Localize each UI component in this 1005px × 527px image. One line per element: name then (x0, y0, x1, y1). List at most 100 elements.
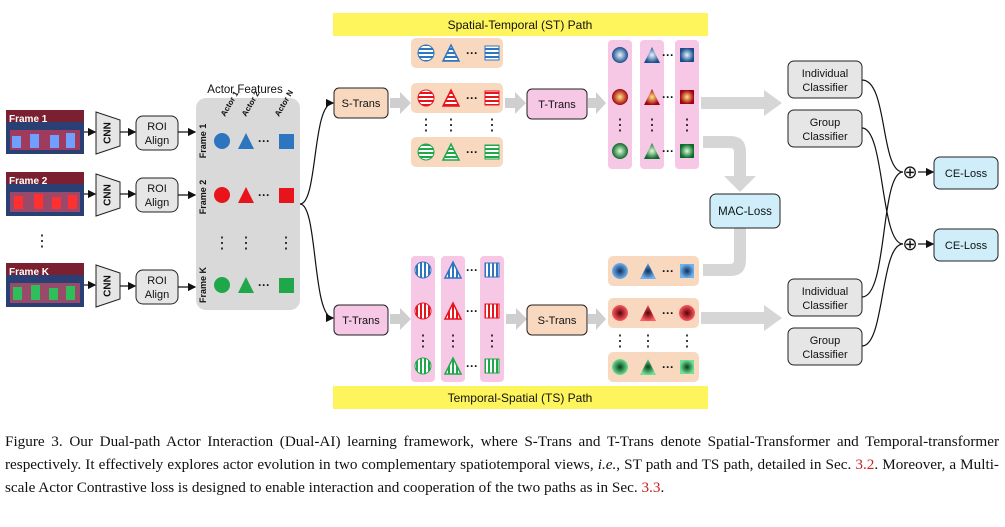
section-ref-3-3[interactable]: 3.3 (641, 479, 661, 496)
s-trans-label: S-Trans (538, 315, 577, 327)
vdots: ⋮ (418, 117, 434, 134)
actor-features-vdots: ⋮ ⋮ ⋮ (214, 235, 294, 252)
ellipsis: ··· (662, 360, 674, 374)
ellipsis: ··· (662, 144, 674, 158)
roi-label: ROI (147, 183, 167, 195)
ts-gray-arrow-3 (588, 308, 606, 330)
sum-node-group: ⊕ (902, 234, 917, 254)
ellipsis: ··· (466, 91, 478, 105)
ts-group-classifier: Group Classifier (787, 327, 863, 366)
st-t-trans-box: T-Trans (526, 88, 588, 120)
st-spatial-vdots: ⋮ ⋮ ⋮ (418, 117, 500, 134)
ts-t-trans-box: T-Trans (333, 304, 389, 336)
roi-align-k: ROI Align (135, 269, 179, 305)
frame-label: Frame K (9, 267, 50, 278)
ellipsis: ··· (466, 145, 478, 159)
ellipsis: ··· (466, 304, 478, 318)
ts-temporal-columns: ··· ··· ··· ⋮ ⋮ ⋮ (411, 256, 504, 382)
row-label: Frame K (198, 266, 208, 303)
ellipsis: ··· (466, 263, 478, 277)
classifier-label: Individual (802, 68, 848, 80)
classifier-connectors (861, 79, 904, 347)
align-label: Align (145, 135, 169, 147)
cnn-block-k: CNN (95, 264, 121, 308)
st-temporal-columns: ··· ··· ··· ⋮ ⋮ ⋮ (608, 40, 699, 169)
row-label: Frame 2 (198, 180, 208, 215)
vdots: ⋮ (214, 235, 230, 252)
cnn-block-1: CNN (95, 111, 121, 155)
ts-gray-arrow-2 (506, 308, 527, 330)
align-label: Align (145, 197, 169, 209)
section-ref-3-2[interactable]: 3.2 (855, 456, 875, 473)
actor-features-row-2: ··· (214, 187, 294, 203)
figure-number: Figure 3. (5, 433, 63, 450)
st-group-classifier: Group Classifier (787, 109, 863, 148)
ts-spatial-row-1: ··· (608, 256, 699, 286)
vdots: ⋮ (679, 333, 695, 350)
caption-text-3: . Moreover, a Multi-scale Actor Contrast… (5, 456, 999, 496)
vdots: ⋮ (278, 235, 294, 252)
ts-spatial-row-2: ··· (608, 298, 699, 328)
st-spatial-row-k: ··· (411, 137, 503, 167)
ellipsis: ··· (258, 134, 270, 148)
vdots: ⋮ (640, 333, 656, 350)
frame-image-k: Frame K (6, 263, 84, 307)
ce-loss-group: CE-Loss (933, 228, 999, 262)
ellipsis: ··· (662, 264, 674, 278)
cnn-label: CNN (103, 122, 114, 144)
classifier-label: Classifier (802, 82, 848, 94)
actor-features-row-k: ··· (214, 277, 294, 293)
vdots: ⋮ (415, 333, 431, 350)
roi-align-2: ROI Align (135, 177, 179, 213)
roi-to-features-arrows (178, 127, 197, 292)
classifier-label: Classifier (802, 131, 848, 143)
ellipsis: ··· (662, 48, 674, 62)
vdots: ⋮ (484, 117, 500, 134)
vdots: ⋮ (612, 117, 628, 134)
figure-caption: Figure 3. Our Dual-path Actor Interactio… (5, 430, 999, 499)
vdots: ⋮ (238, 235, 254, 252)
ts-individual-classifier: Individual Classifier (787, 278, 863, 317)
ellipsis: ··· (662, 306, 674, 320)
ce-loss-individual: CE-Loss (933, 156, 999, 190)
row-label: Frame 1 (198, 124, 208, 159)
ts-gray-arrow-1 (390, 308, 411, 330)
classifier-label: Group (810, 117, 841, 129)
panel-to-strans-connector (299, 98, 335, 205)
vdots: ⋮ (484, 333, 500, 350)
ellipsis: ··· (466, 359, 478, 373)
ellipsis: ··· (258, 188, 270, 202)
actor-features-title: Actor Features (207, 84, 283, 96)
ts-path-label: Temporal-Spatial (TS) Path (448, 391, 593, 405)
st-gray-arrow-2 (505, 92, 526, 114)
vdots: ⋮ (443, 117, 459, 134)
frame-image-1: Frame 1 (6, 110, 84, 154)
st-spatial-row-1: ··· (411, 38, 503, 68)
classifier-label: Group (810, 335, 841, 347)
ts-path-banner: Temporal-Spatial (TS) Path (333, 386, 708, 409)
vdots: ⋮ (612, 333, 628, 350)
t-trans-label: T-Trans (342, 315, 380, 327)
vdots: ⋮ (445, 333, 461, 350)
cnn-label: CNN (103, 275, 114, 297)
frames-ellipsis: ⋮ (34, 233, 50, 250)
cnn-block-2: CNN (95, 173, 121, 217)
s-trans-label: S-Trans (342, 98, 381, 110)
ts-spatial-vdots: ⋮ ⋮ ⋮ (612, 333, 695, 350)
roi-label: ROI (147, 275, 167, 287)
frame-label: Frame 1 (9, 114, 48, 125)
panel-to-ttrans-connector (299, 203, 335, 323)
frame-label: Frame 2 (9, 176, 48, 187)
vdots: ⋮ (679, 117, 695, 134)
frame-to-cnn-arrows (84, 127, 97, 290)
classifier-label: Individual (802, 286, 848, 298)
roi-align-1: ROI Align (135, 115, 179, 151)
classifier-label: Classifier (802, 349, 848, 361)
st-gray-arrow-1 (390, 92, 411, 114)
st-spatial-row-2: ··· (411, 83, 503, 113)
vdots: ⋮ (644, 117, 660, 134)
st-path-label: Spatial-Temporal (ST) Path (448, 18, 593, 32)
ellipsis: ··· (466, 46, 478, 60)
caption-ie: i.e. (597, 456, 617, 473)
mac-loss-box: MAC-Loss (709, 193, 781, 229)
